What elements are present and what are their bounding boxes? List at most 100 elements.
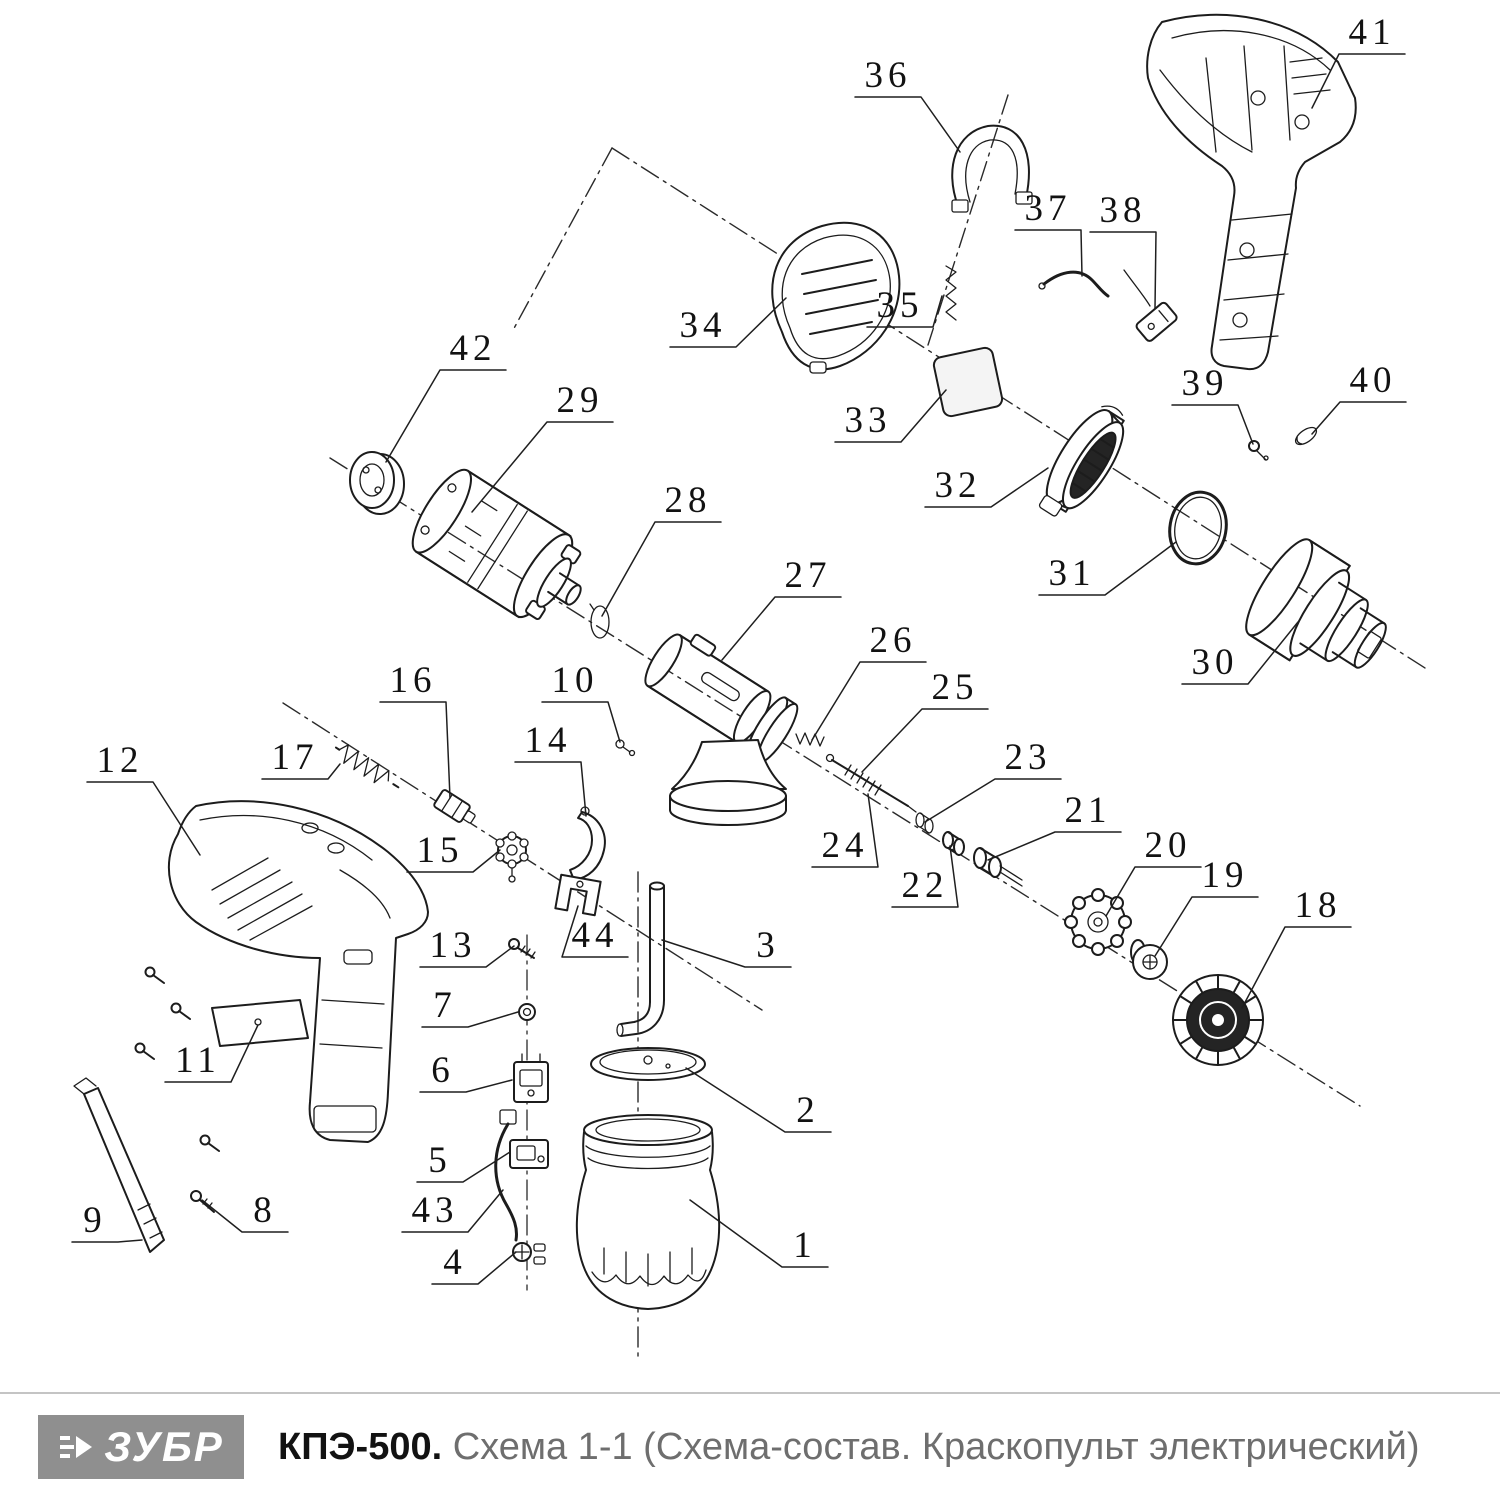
callout-38: 38 — [1089, 190, 1157, 309]
callout-number-12: 12 — [97, 740, 144, 781]
callout-27: 27 — [721, 555, 842, 661]
callout-number-28: 28 — [665, 480, 712, 521]
callout-number-33: 33 — [845, 400, 892, 441]
part-31-o-ring — [1168, 490, 1228, 566]
callout-number-27: 27 — [785, 555, 832, 596]
part-33-filter-pad — [932, 346, 1004, 418]
callout-number-9: 9 — [83, 1200, 107, 1241]
callout-8: 8 — [201, 1190, 289, 1233]
callout-30: 30 — [1181, 621, 1299, 685]
callout-36: 36 — [854, 55, 961, 153]
part-35-spring-small — [945, 265, 957, 321]
callout-24: 24 — [811, 793, 879, 868]
callout-number-44: 44 — [572, 915, 619, 956]
callout-number-7: 7 — [433, 985, 457, 1026]
callout-43: 43 — [401, 1189, 504, 1233]
part-8-screw — [190, 1190, 215, 1213]
part-5-bracket — [509, 1139, 549, 1169]
callout-number-10: 10 — [552, 660, 599, 701]
callout-number-19: 19 — [1202, 855, 1249, 896]
callout-1: 1 — [689, 1199, 829, 1268]
part-36-clip — [951, 124, 1033, 213]
callout-number-21: 21 — [1065, 790, 1112, 831]
callout-15: 15 — [406, 830, 501, 873]
part-30-turbine-housing — [1245, 538, 1387, 669]
callout-13: 13 — [419, 925, 515, 968]
callout-19: 19 — [1154, 855, 1259, 957]
callout-number-6: 6 — [431, 1050, 455, 1091]
callout-number-29: 29 — [557, 380, 604, 421]
part-16-connector-block — [433, 789, 476, 824]
callout-25: 25 — [861, 667, 989, 773]
callout-number-17: 17 — [272, 737, 319, 778]
part-23-seal — [915, 812, 934, 834]
callout-number-22: 22 — [902, 865, 949, 906]
brand-arrow-icon — [60, 1436, 93, 1458]
callout-22: 22 — [891, 845, 959, 908]
callout-number-3: 3 — [756, 925, 780, 966]
callout-number-5: 5 — [428, 1140, 452, 1181]
callout-7: 7 — [421, 985, 519, 1028]
part-14-trigger — [569, 806, 606, 881]
part-34-filter-cover — [771, 221, 901, 374]
scheme-subtitle: Схема 1-1 (Схема-состав. Краскопульт эле… — [452, 1425, 1420, 1468]
callout-23: 23 — [924, 737, 1062, 823]
callout-number-37: 37 — [1025, 188, 1072, 229]
callout-number-4: 4 — [443, 1242, 467, 1283]
callout-17: 17 — [261, 737, 341, 780]
part-37-wire — [1038, 270, 1110, 298]
callout-number-31: 31 — [1049, 553, 1096, 594]
callout-28: 28 — [601, 480, 722, 617]
callout-number-42: 42 — [450, 328, 497, 369]
callout-layer: 1234567891011121314151617181920212223242… — [71, 12, 1407, 1285]
part-42-motor-end-cap — [349, 451, 405, 515]
part-28-circlip — [589, 603, 610, 639]
callout-44: 44 — [561, 905, 629, 958]
callout-number-35: 35 — [877, 285, 924, 326]
part-18-nozzle-cap — [1172, 974, 1264, 1066]
callout-26: 26 — [811, 620, 927, 741]
brand-logo: ЗУБР — [38, 1415, 244, 1479]
callout-42: 42 — [385, 328, 507, 463]
callout-number-13: 13 — [430, 925, 477, 966]
callout-number-41: 41 — [1349, 12, 1396, 53]
screws-cluster — [134, 966, 220, 1152]
part-22-nut-small — [942, 831, 965, 856]
callout-39: 39 — [1171, 363, 1254, 445]
callout-number-15: 15 — [417, 830, 464, 871]
callout-number-16: 16 — [390, 660, 437, 701]
callout-number-40: 40 — [1350, 360, 1397, 401]
callout-3: 3 — [661, 925, 792, 968]
callout-number-11: 11 — [175, 1040, 221, 1081]
callout-number-14: 14 — [525, 720, 572, 761]
callout-16: 16 — [379, 660, 451, 799]
part-40-clip-small — [1294, 426, 1318, 446]
part-7-nut — [518, 1003, 536, 1021]
callout-40: 40 — [1311, 360, 1407, 435]
part-11-label-plate — [211, 999, 309, 1047]
callout-number-26: 26 — [870, 620, 917, 661]
part-10-pin — [615, 739, 636, 757]
callout-11: 11 — [164, 1024, 259, 1083]
part-9-trim-strip — [73, 1077, 165, 1253]
part-41-housing-right — [1146, 13, 1357, 371]
part-27-pump-body — [644, 633, 799, 826]
part-26-spring — [795, 732, 825, 747]
part-29-motor — [411, 468, 582, 620]
part-13-screw — [508, 938, 536, 959]
callout-number-8: 8 — [253, 1190, 277, 1231]
callout-20: 20 — [1105, 825, 1202, 917]
part-1-paint-container — [575, 1114, 721, 1310]
callout-41: 41 — [1311, 12, 1406, 109]
callout-number-24: 24 — [822, 825, 869, 866]
part-39-screw-small — [1248, 440, 1269, 461]
callout-12: 12 — [86, 740, 201, 856]
part-43-cable-assembly — [494, 1109, 518, 1242]
brand-name: ЗУБР — [104, 1423, 224, 1470]
part-2-lid-disc — [590, 1047, 706, 1081]
callout-9: 9 — [71, 1200, 143, 1243]
callout-31: 31 — [1038, 541, 1177, 596]
part-20-air-swirl-ring — [1064, 888, 1132, 956]
